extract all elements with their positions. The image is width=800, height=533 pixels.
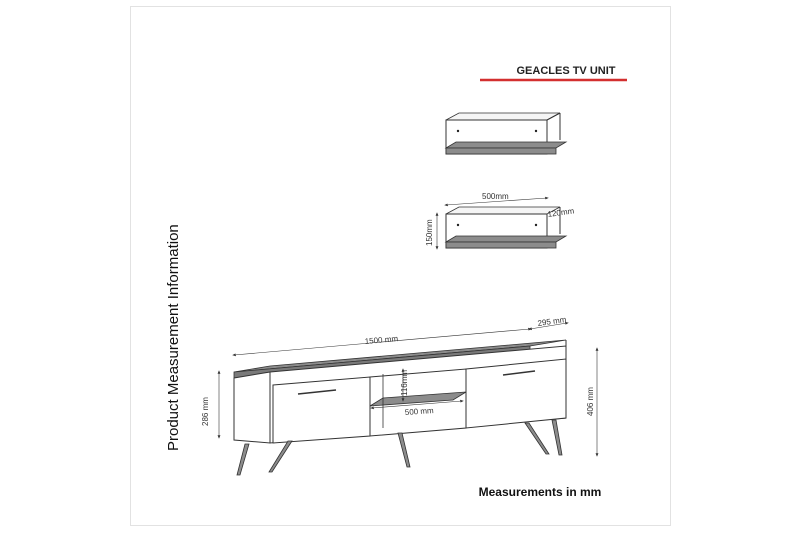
tv-unit: [233, 339, 567, 476]
unit-body-height-label: 286 mm: [201, 397, 210, 426]
side-title: Product Measurement Information: [165, 224, 182, 451]
shelf-depth-label: 120mm: [547, 206, 575, 219]
unit-total-height-label: 406 mm: [586, 387, 595, 416]
shelf-width-dimline: [444, 196, 549, 207]
unit-depth-dimline: [528, 321, 569, 331]
wall-shelf-top: [444, 112, 568, 155]
inner-shelf-width-label: 500 mm: [405, 406, 435, 417]
measurements-note: Measurements in mm: [479, 485, 602, 499]
shelf-width-label: 500mm: [482, 192, 509, 201]
inner-shelf-height-label: 116mm: [400, 370, 409, 396]
unit-width-dimline: [232, 327, 532, 357]
unit-depth-label: 295 mm: [537, 315, 567, 328]
shelf-height-label: 150mm: [425, 219, 434, 246]
product-title: GEACLES TV UNIT: [516, 65, 615, 77]
unit-width-label: 1500 mm: [364, 334, 398, 346]
wall-shelf-bottom: [444, 206, 568, 249]
inner-shelf-width-dimline: [370, 399, 464, 410]
